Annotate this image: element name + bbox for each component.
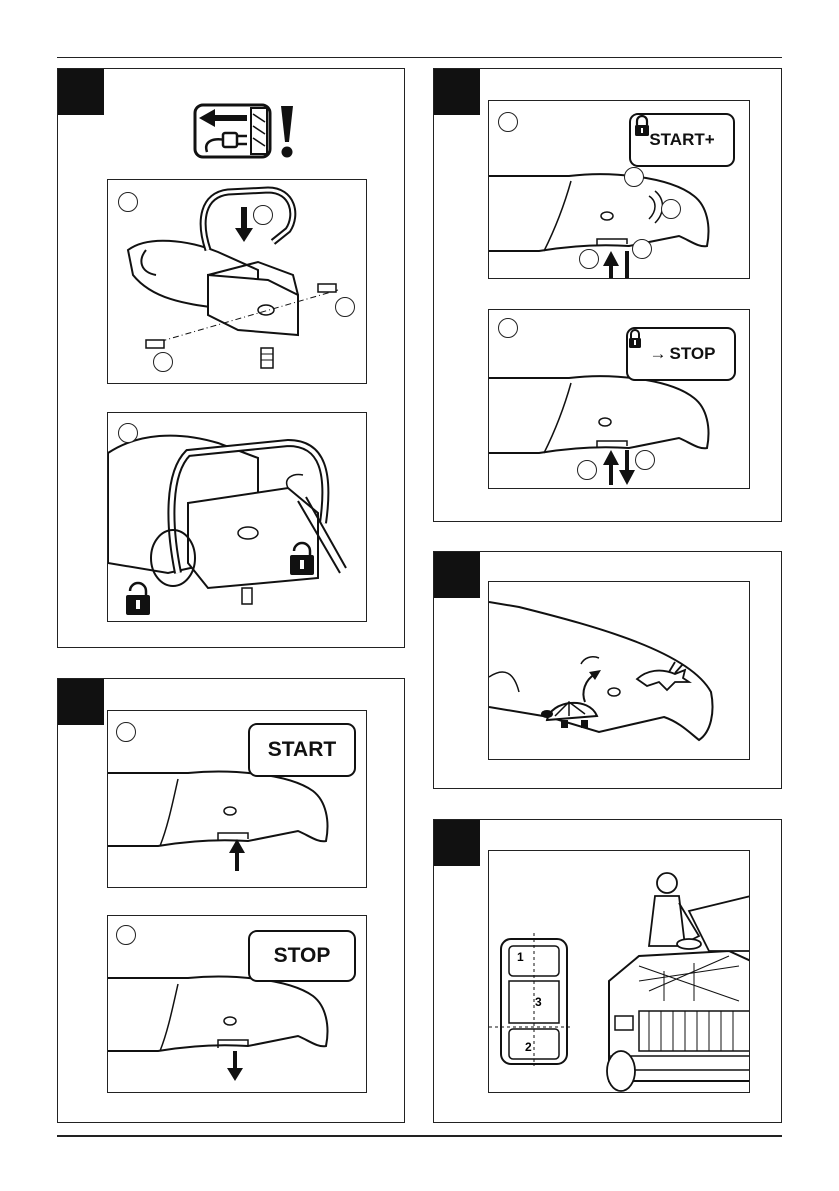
step-marker-circle [335,297,355,317]
panel-number-tab [434,69,480,115]
step-marker-circle [579,249,599,269]
panel-number-tab [58,69,104,115]
top-rule [57,57,782,58]
padlock-icon [628,329,642,349]
illustration-speed-wheel [488,581,750,760]
step-marker-circle [577,460,597,480]
step-marker-circle [116,722,136,742]
unplug-warning-icon [193,102,313,162]
step-marker-circle [624,167,644,187]
speed-wheel-drawing [489,582,750,760]
step-marker-circle [116,925,136,945]
start-lock-label: START+ [629,113,735,167]
step-marker-circle [153,352,173,372]
panel-speed-control [433,551,782,789]
panel-number-tab [434,552,480,598]
car-zone-label: 2 [525,1040,532,1054]
panel-switch-on-off: START STOP [57,678,405,1123]
step-marker-circle [632,239,652,259]
illustration-unlock-stop: → STOP [488,309,750,489]
padlock-icon [634,115,650,137]
bottom-rule [57,1135,782,1137]
illustration-stop: STOP [107,915,367,1093]
step-marker-circle [118,423,138,443]
panel-polishing-zones: 1 2 3 [433,819,782,1123]
step-marker-circle [498,112,518,132]
panel-number-tab [58,679,104,725]
illustration-start-lock: START+ [488,100,750,279]
illustration-handle-locked [107,412,367,622]
illustration-handle-screws [107,179,367,384]
arrow-right-icon: → [650,344,667,364]
polisher-handle-drawing [108,180,367,384]
start-lock-text: START+ [649,130,714,150]
car-zone-label: 3 [535,995,542,1009]
stop-lock-text: STOP [670,344,716,364]
step-marker-circle [661,199,681,219]
unlock-stop-label: → STOP [626,327,736,381]
panel-handle-mounting [57,68,405,648]
panel-number-tab [434,820,480,866]
illustration-car-polishing: 1 2 3 [488,850,750,1093]
car-zone-label: 1 [517,950,524,964]
panel-continuous-run: START+ → STO [433,68,782,522]
polisher-locked-drawing [108,413,367,622]
start-label: START [248,723,356,777]
car-zones-drawing: 1 2 3 [489,851,750,1093]
step-marker-circle [498,318,518,338]
step-marker-circle [635,450,655,470]
step-marker-circle [253,205,273,225]
step-marker-circle [118,192,138,212]
illustration-start: START [107,710,367,888]
stop-label: STOP [248,930,356,982]
